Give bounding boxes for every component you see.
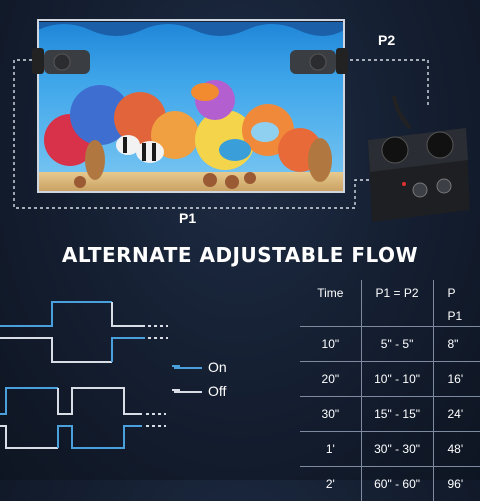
cell-time: 30" (300, 397, 361, 432)
cell-partial: 16' (433, 362, 480, 397)
legend-off-label: Off (208, 383, 226, 399)
waveform-p4-on (58, 426, 142, 448)
cell-time: 10" (300, 327, 361, 362)
pump-p2 (290, 48, 348, 74)
subheader-p1: P1 (433, 306, 480, 327)
legend-on-label: On (208, 359, 227, 375)
waveform-p1-on (0, 302, 112, 326)
header-partial: P (433, 280, 480, 306)
table-subheader-row: P1 (300, 306, 480, 327)
header-p1-p2: P1 = P2 (361, 280, 433, 306)
waveform-p3-on (0, 388, 58, 414)
table-row: 2' 60" - 60" 96' (300, 467, 480, 501)
aquarium-illustration (0, 0, 480, 240)
cell-p1-p2: 30" - 30" (361, 432, 433, 467)
subheader-blank-1 (300, 306, 361, 327)
cell-time: 1' (300, 432, 361, 467)
label-p1: P1 (179, 210, 196, 226)
cell-p1-p2: 15" - 15" (361, 397, 433, 432)
table-header-row: Time P1 = P2 P (300, 280, 480, 306)
cell-p1-p2: 10" - 10" (361, 362, 433, 397)
table-row: 10" 5" - 5" 8" (300, 327, 480, 362)
diagram-title: ALTERNATE ADJUSTABLE FLOW (0, 243, 480, 267)
subheader-blank-2 (361, 306, 433, 327)
controller (368, 96, 470, 222)
flow-table: Time P1 = P2 P P1 10" 5" - 5" 8" 20" 10"… (300, 280, 480, 501)
header-time: Time (300, 280, 361, 306)
label-p2: P2 (378, 32, 395, 48)
waveform-p4-off (0, 426, 58, 448)
cell-time: 20" (300, 362, 361, 397)
waveform-diagram (0, 290, 180, 460)
table-row: 30" 15" - 15" 24' (300, 397, 480, 432)
waveform-p3-off (58, 388, 142, 414)
cell-partial: 96' (433, 467, 480, 501)
waveform-p1-off (112, 302, 145, 326)
pump-p1 (32, 48, 90, 74)
waveform-p2-off (0, 338, 112, 362)
cell-partial: 8" (433, 327, 480, 362)
legend-swatches (174, 360, 204, 400)
cell-partial: 48' (433, 432, 480, 467)
cell-p1-p2: 5" - 5" (361, 327, 433, 362)
table-row: 20" 10" - 10" 16' (300, 362, 480, 397)
cell-time: 2' (300, 467, 361, 501)
cell-partial: 24' (433, 397, 480, 432)
table-row: 1' 30" - 30" 48' (300, 432, 480, 467)
waveform-p2-on (112, 338, 145, 362)
cell-p1-p2: 60" - 60" (361, 467, 433, 501)
